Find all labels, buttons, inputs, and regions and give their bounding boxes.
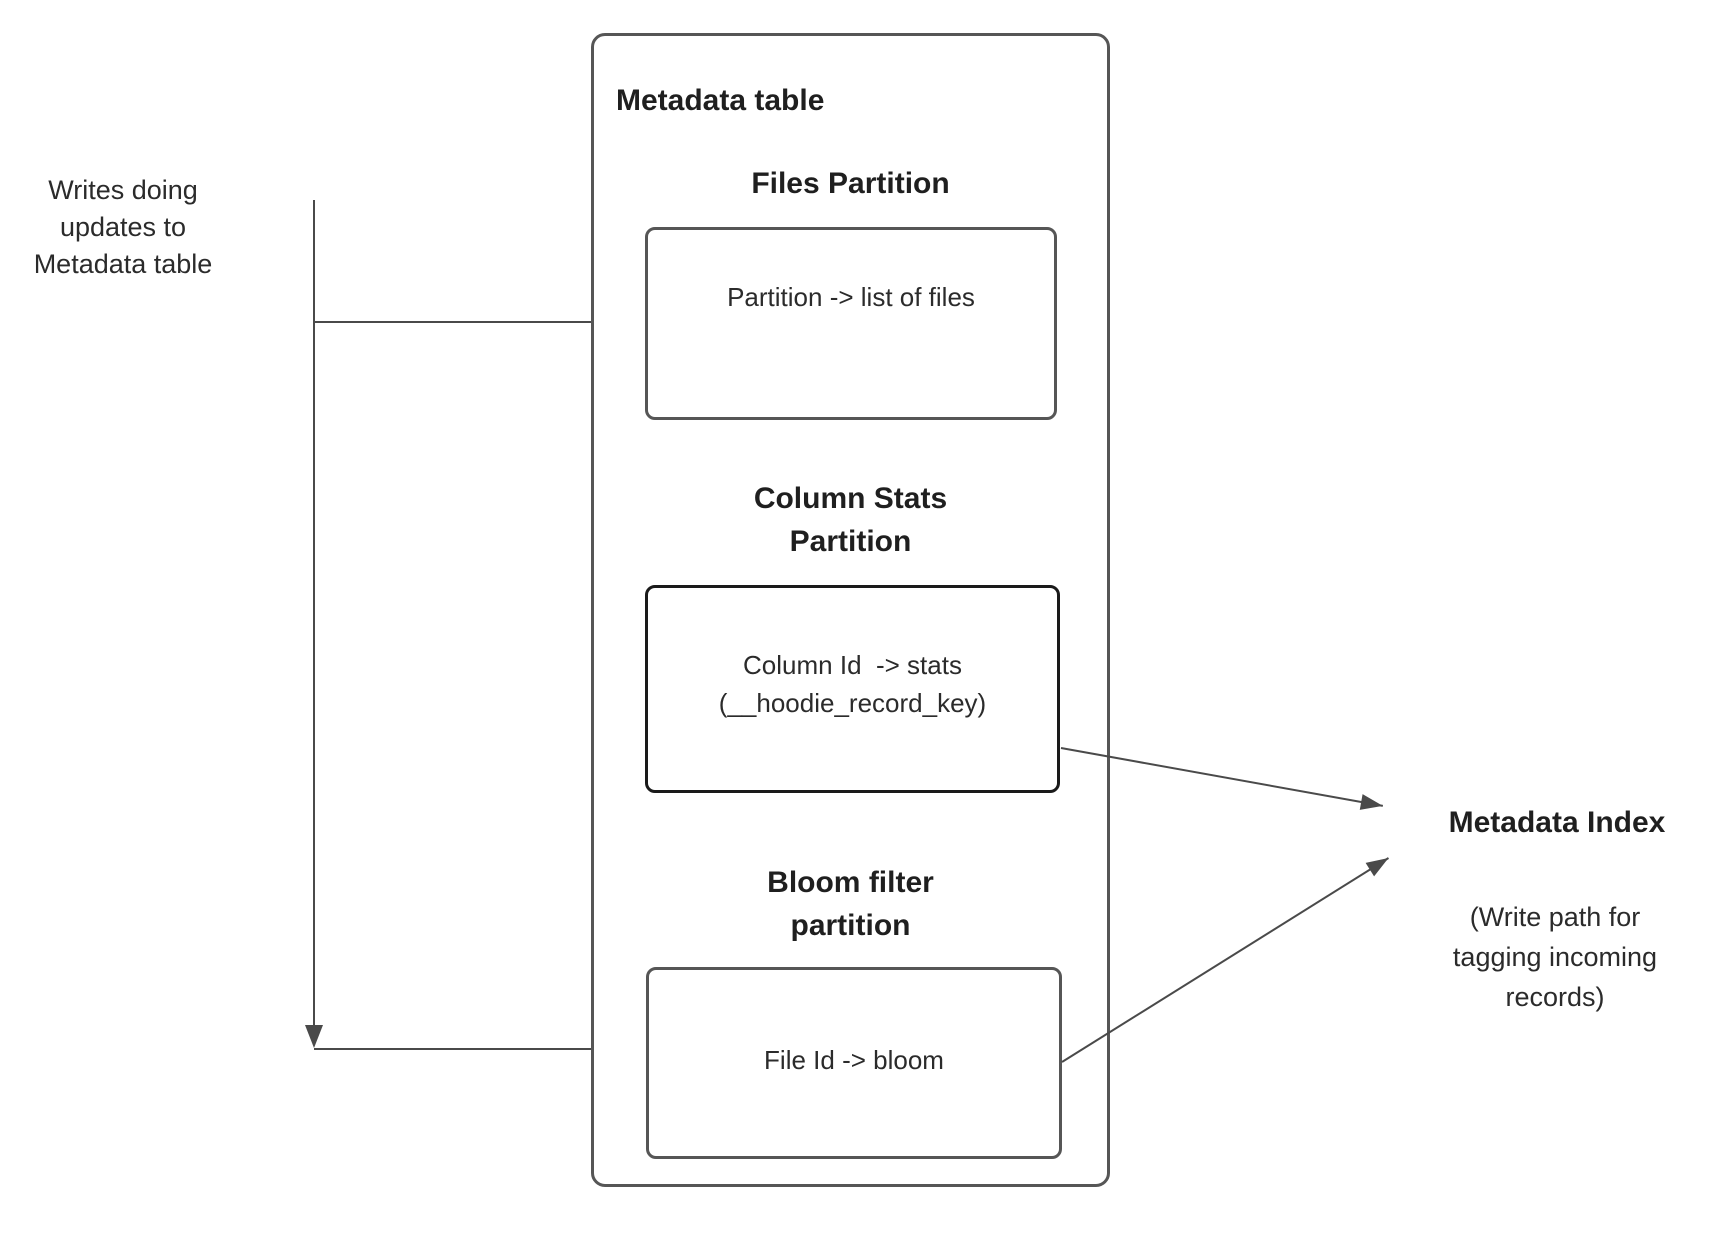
column-stats-partition-box: Column Id -> stats (__hoodie_record_key) [645, 585, 1060, 793]
column-stats-mapping: Column Id -> stats [743, 650, 962, 680]
column-stats-heading-line: Column Stats [753, 482, 948, 515]
column-stats-heading-line: Partition [789, 525, 912, 558]
writes-note-line: updates to [59, 212, 187, 242]
metadata-index-caption: (Write path for tagging incoming records… [1405, 897, 1705, 1017]
column-stats-partition-heading: Column Stats Partition [591, 477, 1110, 563]
files-partition-heading: Files Partition [591, 162, 1110, 205]
bloom-filter-partition-box: File Id -> bloom [646, 967, 1062, 1159]
bloom-filter-partition-heading: Bloom filter partition [591, 861, 1110, 947]
metadata-index-caption-line: records) [1505, 982, 1605, 1012]
connector-to-bloom-partition [314, 1048, 646, 1050]
writes-note-line: Metadata table [33, 249, 213, 279]
column-stats-record-key: (__hoodie_record_key) [718, 688, 987, 718]
metadata-index-caption-line: (Write path for [1469, 902, 1641, 932]
arrow-bloom-to-index [1061, 857, 1390, 1063]
metadata-table-title: Metadata table [616, 84, 825, 117]
bloom-filter-mapping: File Id -> bloom [764, 1045, 944, 1075]
writes-note-line: Writes doing [48, 175, 198, 205]
metadata-index-title: Metadata Index [1448, 806, 1666, 839]
bloom-filter-heading-line: Bloom filter [767, 866, 934, 899]
connector-to-files-partition [314, 321, 645, 323]
writes-note: Writes doing updates to Metadata table [10, 172, 236, 283]
files-partition-heading-line: Files Partition [751, 167, 950, 200]
arrow-down-icon [305, 1025, 323, 1048]
files-partition-mapping: Partition -> list of files [727, 282, 975, 312]
writes-arrow-line [313, 200, 315, 1025]
metadata-index-caption-line: tagging incoming [1452, 942, 1658, 972]
bloom-filter-heading-line: partition [790, 909, 911, 942]
files-partition-box: Partition -> list of files [645, 227, 1057, 420]
